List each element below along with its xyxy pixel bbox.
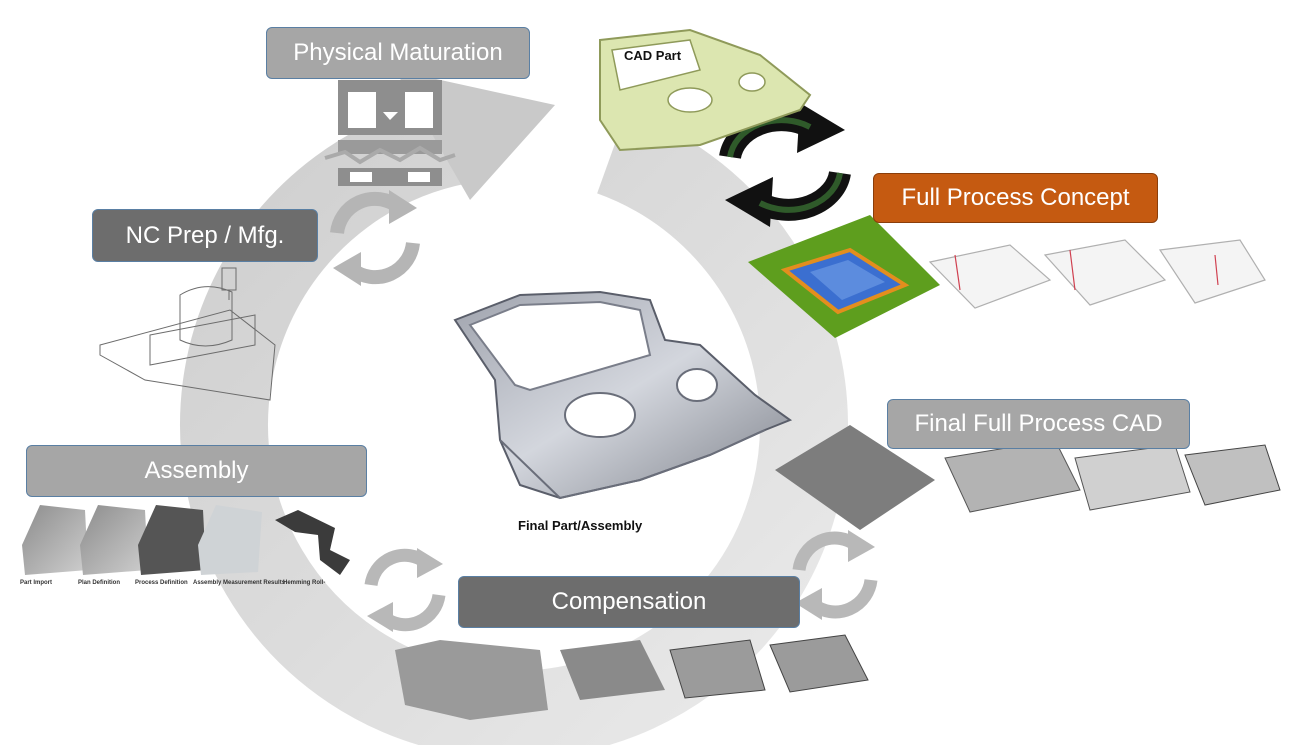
assembly-step-caption: Process Definition	[135, 580, 188, 586]
stage-final-full-process-cad: Final Full Process CAD	[887, 399, 1190, 449]
final-part-door	[453, 290, 793, 500]
assembly-step-caption: Hemming Roll-	[283, 580, 326, 586]
stage-label: Assembly	[144, 457, 249, 484]
refresh-icon	[330, 190, 420, 286]
cad-part-door	[599, 28, 812, 152]
stage-full-process-concept: Full Process Concept	[873, 173, 1158, 223]
stage-compensation: Compensation	[458, 576, 800, 628]
assembly-step-caption: Part Import	[20, 580, 53, 586]
refresh-icon	[364, 548, 446, 632]
full-process-concept-model	[748, 215, 940, 338]
refresh-icon	[792, 530, 878, 620]
stage-label: NC Prep / Mfg.	[125, 221, 285, 249]
physical-maturation-part	[324, 80, 456, 186]
compensation-thumbnails	[395, 634, 869, 720]
stage-label: Final Full Process CAD	[914, 410, 1163, 437]
assembly-step-caption: Assembly Measurement Results	[193, 580, 286, 586]
nc-prep-fixture	[99, 267, 276, 401]
final-part-caption: Final Part/Assembly	[518, 518, 643, 533]
stage-physical-maturation: Physical Maturation	[266, 27, 530, 79]
stage-label: Full Process Concept	[901, 184, 1130, 211]
stage-label: Compensation	[551, 588, 707, 615]
assembly-thumbnails	[22, 505, 350, 575]
stage-assembly: Assembly	[26, 445, 367, 497]
concept-wireframes	[928, 239, 1266, 309]
assembly-step-caption: Plan Definition	[78, 580, 120, 586]
final-process-thumbnails	[775, 425, 1281, 530]
stage-nc-prep: NC Prep / Mfg.	[92, 209, 318, 262]
cad-part-caption: CAD Part	[624, 48, 682, 63]
stage-label: Physical Maturation	[293, 39, 503, 66]
